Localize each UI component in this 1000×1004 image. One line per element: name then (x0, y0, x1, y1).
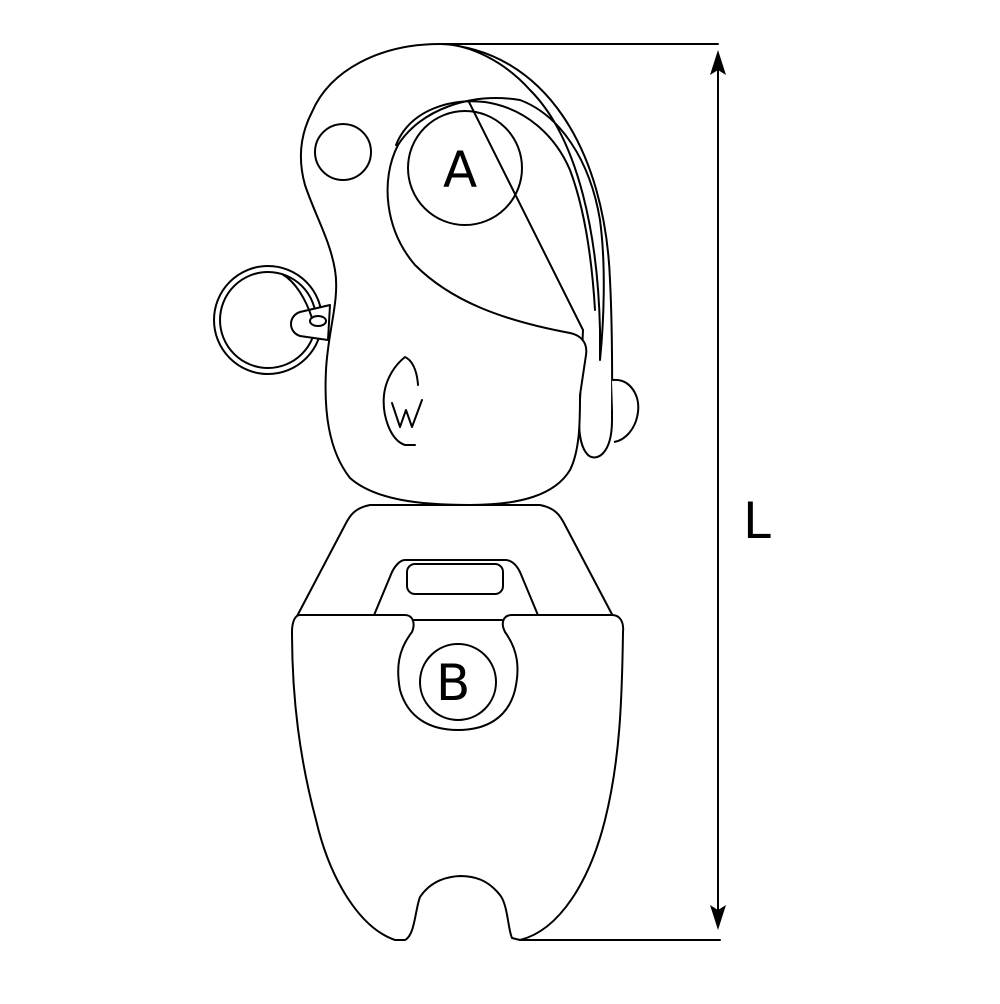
label-eye-a: A (443, 141, 478, 199)
logo-w-icon (382, 356, 423, 446)
shackle-body (300, 43, 605, 506)
swivel-inner-window (371, 559, 541, 621)
arrow-down-icon (710, 905, 726, 930)
dimension-l (439, 43, 726, 941)
arrow-up-icon (710, 50, 726, 75)
lanyard-hole (314, 123, 372, 181)
label-eye-b: B (436, 654, 471, 712)
eye-b (419, 643, 497, 721)
eye-a (407, 110, 523, 226)
ring-tab (281, 273, 331, 341)
label-length: L (743, 492, 771, 550)
eye-a-contour (395, 100, 596, 311)
swivel-jaw (291, 614, 625, 941)
plunger-knob (611, 378, 640, 443)
swivel-slot (406, 563, 504, 595)
